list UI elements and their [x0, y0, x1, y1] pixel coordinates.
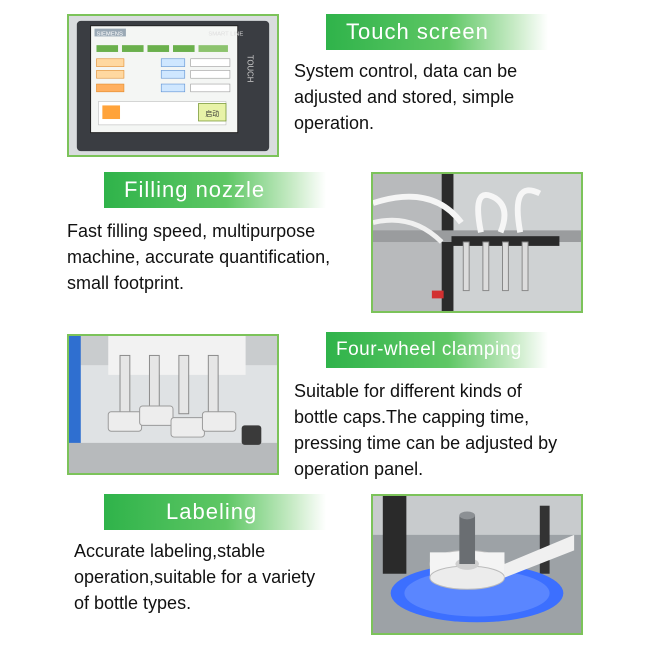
labeling-banner: Labeling	[104, 494, 326, 530]
desc-line: adjusted and stored, simple	[294, 87, 515, 107]
touch-screen-banner: Touch screen	[326, 14, 548, 50]
four-wheel-clamping-description: Suitable for different kinds of bottle c…	[294, 378, 557, 482]
four-wheel-clamping-banner: Four-wheel clamping	[326, 332, 548, 368]
labeling-title: Labeling	[166, 499, 258, 524]
four-wheel-clamping-title: Four-wheel clamping	[336, 339, 522, 360]
touch-screen-photo: SIEMENS SMART LINE 启动 TOUCH	[67, 14, 279, 157]
hmi-side-label: TOUCH	[246, 55, 255, 82]
four-wheel-clamping-photo	[67, 334, 279, 475]
hmi-brand: SIEMENS	[96, 31, 123, 37]
desc-line: operation.	[294, 113, 375, 133]
filling-nozzle-title: Filling nozzle	[124, 177, 266, 202]
hmi-model: SMART LINE	[208, 31, 243, 37]
filling-nozzle-banner: Filling nozzle	[104, 172, 326, 208]
labeling-description: Accurate labeling,stable operation,suita…	[74, 538, 315, 616]
filling-nozzle-photo	[371, 172, 583, 313]
desc-line: bottle caps.The capping time,	[294, 407, 530, 427]
desc-line: Suitable for different kinds of	[294, 381, 522, 401]
touch-screen-title: Touch screen	[346, 19, 489, 44]
filling-nozzle-description: Fast filling speed, multipurpose machine…	[67, 218, 330, 296]
touch-screen-description: System control, data can be adjusted and…	[294, 58, 517, 136]
desc-line: Fast filling speed, multipurpose	[67, 221, 316, 241]
desc-line: pressing time can be adjusted by	[294, 433, 558, 453]
desc-line: Accurate labeling,stable	[74, 541, 266, 561]
hmi-start-label: 启动	[205, 109, 219, 118]
desc-line: operation panel.	[294, 459, 424, 479]
desc-line: small footprint.	[67, 273, 185, 293]
labeling-photo	[371, 494, 583, 635]
desc-line: machine, accurate quantification,	[67, 247, 331, 267]
desc-line: of bottle types.	[74, 593, 192, 613]
desc-line: operation,suitable for a variety	[74, 567, 316, 587]
desc-line: System control, data can be	[294, 61, 518, 81]
